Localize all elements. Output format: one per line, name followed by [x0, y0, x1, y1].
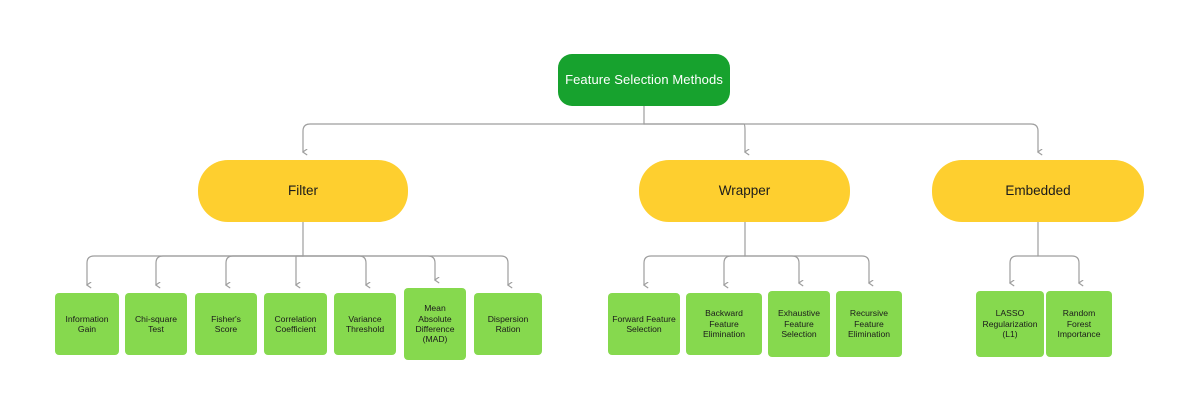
node-leaf-variance-threshold[interactable]: Variance Threshold: [334, 293, 396, 355]
edge-filter-child-2: [156, 255, 304, 285]
node-branch-wrapper-label: Wrapper: [718, 182, 771, 198]
edge-filter-child-3: [226, 255, 304, 285]
node-root[interactable]: Feature Selection Methods: [558, 54, 730, 106]
edge-embedded-child-1: [1010, 255, 1039, 283]
node-leaf-forward-feature-selection[interactable]: Forward Feature Selection: [608, 293, 680, 355]
edge-root-to-embedded: [643, 123, 1038, 152]
edge-root-to-filter: [303, 123, 645, 152]
node-leaf-label: Variance Threshold: [345, 313, 385, 334]
node-leaf-backward-feature-elimination[interactable]: Backward Feature Elimination: [686, 293, 762, 355]
edge-embedded-child-2: [1037, 255, 1079, 283]
node-leaf-label: Random Forest Importance: [1057, 308, 1101, 340]
edge-wrapper-child-4: [744, 255, 869, 283]
edge-filter-child-6: [302, 255, 435, 280]
edge-filter-child-5: [302, 255, 366, 285]
node-leaf-label: LASSO Regularization (L1): [982, 308, 1038, 340]
node-branch-embedded[interactable]: Embedded: [932, 160, 1144, 222]
node-leaf-label: Correlation Coefficient: [274, 313, 317, 334]
node-leaf-random-forest-importance[interactable]: Random Forest Importance: [1046, 291, 1112, 357]
node-branch-filter[interactable]: Filter: [198, 160, 408, 222]
edge-root-to-wrapper: [643, 123, 745, 152]
node-leaf-chi-square-test[interactable]: Chi-square Test: [125, 293, 187, 355]
node-leaf-label: Information Gain: [65, 313, 109, 334]
node-leaf-recursive-feature-elimination[interactable]: Recursive Feature Elimination: [836, 291, 902, 357]
edge-filter-child-1: [87, 255, 304, 285]
edge-filter-child-7: [302, 255, 508, 285]
node-leaf-lasso-regularization[interactable]: LASSO Regularization (L1): [976, 291, 1044, 357]
node-root-label: Feature Selection Methods: [565, 72, 723, 88]
node-leaf-label: Fisher's Score: [211, 313, 241, 334]
node-leaf-fishers-score[interactable]: Fisher's Score: [195, 293, 257, 355]
node-leaf-label: Chi-square Test: [134, 313, 178, 334]
node-branch-filter-label: Filter: [288, 182, 318, 198]
node-branch-wrapper[interactable]: Wrapper: [639, 160, 850, 222]
node-leaf-information-gain[interactable]: Information Gain: [55, 293, 119, 355]
node-leaf-label: Dispersion Ration: [487, 313, 529, 334]
node-leaf-label: Backward Feature Elimination: [702, 308, 746, 340]
node-branch-embedded-label: Embedded: [1005, 182, 1071, 198]
node-leaf-label: Exhaustive Feature Selection: [777, 308, 821, 340]
edge-wrapper-child-1: [644, 255, 746, 285]
node-leaf-label: Recursive Feature Elimination: [847, 308, 891, 340]
node-leaf-exhaustive-feature-selection[interactable]: Exhaustive Feature Selection: [768, 291, 830, 357]
node-leaf-label: Mean Absolute Difference (MAD): [415, 303, 455, 345]
node-leaf-dispersion-ration[interactable]: Dispersion Ration: [474, 293, 542, 355]
node-leaf-mean-absolute-difference[interactable]: Mean Absolute Difference (MAD): [404, 288, 466, 360]
edge-wrapper-child-2: [724, 255, 746, 285]
node-leaf-label: Forward Feature Selection: [612, 313, 676, 334]
node-leaf-correlation-coefficient[interactable]: Correlation Coefficient: [264, 293, 327, 355]
edge-filter-child-4: [296, 255, 304, 285]
edge-wrapper-child-3: [744, 255, 799, 283]
